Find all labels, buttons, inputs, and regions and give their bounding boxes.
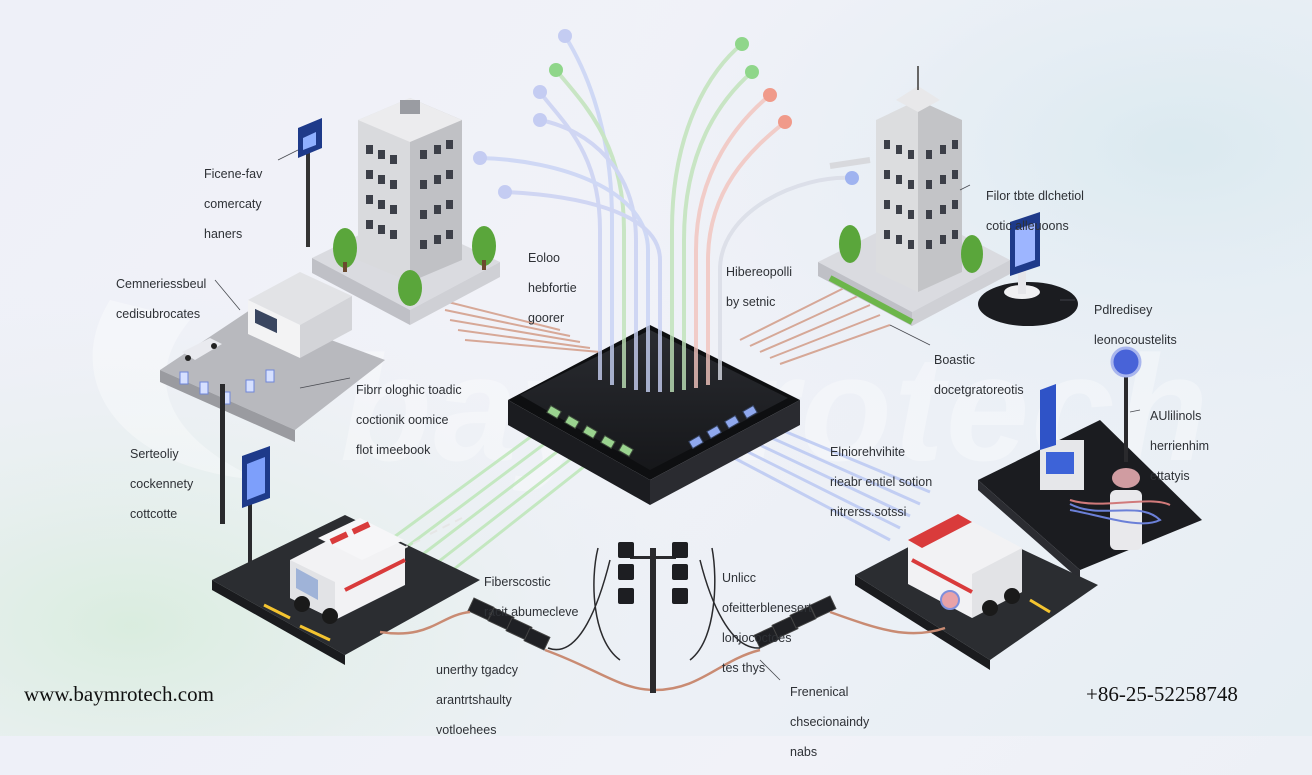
label-bottom-center-left: Fiberscostic racit abumecleve: [484, 560, 579, 635]
display-kiosk: [978, 212, 1078, 326]
label-line: Unlicc: [722, 571, 757, 585]
label-line: comercaty: [204, 197, 262, 211]
tree-icon: [839, 225, 983, 273]
leader-lines: [214, 149, 1141, 681]
label-line: votloehees: [436, 723, 497, 737]
label-line: cottcotte: [130, 507, 178, 521]
office-building-left: [312, 98, 500, 325]
label-line: cotic alleuoons: [986, 219, 1069, 233]
copper-cables: [439, 284, 891, 365]
label-right-column: AUlilinols herrienhim ettatyis: [1150, 394, 1209, 499]
ambulance-icon: [290, 518, 406, 624]
label-commercial: Cemneriessbeul cedisubrocates: [116, 262, 206, 337]
label-bottom-center-right: Unlicc ofeitterblenesert lonjococtoes te…: [722, 556, 812, 691]
fiber-bundle-left: [389, 428, 601, 590]
network-scene: [160, 29, 1202, 693]
label-line: leonocoustelits: [1094, 333, 1177, 347]
label-line: coctionik oomice: [356, 413, 449, 427]
label-center-left: Eoloo hebfortie goorer: [528, 236, 577, 341]
label-line: chsecionaindy: [790, 715, 870, 729]
label-line: nabs: [790, 745, 818, 759]
label-line: Boastic: [934, 353, 975, 367]
label-center-right: Hibereopolli by setnic: [726, 250, 792, 325]
label-line: Eoloo: [528, 251, 560, 265]
label-line: cockennety: [130, 477, 194, 491]
label-line: Filor tbte dlchetiol: [986, 189, 1084, 203]
label-line: by setnic: [726, 295, 776, 309]
label-line: rieabr entiel sotion: [830, 475, 933, 489]
office-tower-right: [818, 66, 1010, 326]
label-line: nitrerss.sotssi: [830, 505, 907, 519]
label-bottom-right: Frenenical chsecionaindy nabs: [790, 670, 869, 775]
label-line: herrienhim: [1150, 439, 1210, 453]
label-line: lonjococtoes: [722, 631, 792, 645]
label-line: docetgratoreotis: [934, 383, 1024, 397]
analysis-station: [978, 346, 1202, 580]
street-pole: [220, 384, 225, 524]
label-line: racit abumecleve: [484, 605, 579, 619]
label-line: ofeitterblenesert: [722, 601, 812, 615]
label-line: unerthy tgadcy: [436, 663, 518, 677]
label-line: AUlilinols: [1150, 409, 1202, 423]
label-line: hebfortie: [528, 281, 577, 295]
label-line: Fiberscostic: [484, 575, 551, 589]
label-line: Pdlredisey: [1094, 303, 1153, 317]
label-line: Hibereopolli: [726, 265, 793, 279]
label-top-left-building: Ficene-fav comercaty haners: [204, 152, 262, 257]
label-line: goorer: [528, 311, 565, 325]
central-hub: [508, 325, 800, 505]
signpost-icon: [298, 118, 322, 247]
label-line: Serteoliy: [130, 447, 179, 461]
junction-box-icon: [467, 595, 837, 651]
label-line: Elniorehvihite: [830, 445, 906, 459]
label-top-right-building: Filor tbte dlchetiol cotic alleuoons: [986, 174, 1084, 249]
label-line: cedisubrocates: [116, 307, 201, 321]
label-right-platform: Pdlredisey leonocoustelits: [1094, 288, 1177, 363]
road-left: [212, 515, 480, 665]
label-sensing-left: Serteoliy cockennety cottcotte: [130, 432, 193, 537]
label-line: tes thys: [722, 661, 766, 675]
label-line: ettatyis: [1150, 469, 1190, 483]
label-line: haners: [204, 227, 243, 241]
label-bottom-left: unerthy tgadcy arantrtshaulty votloehees: [436, 648, 518, 753]
fiber-tips: [473, 29, 859, 199]
label-line: flot imeebook: [356, 443, 431, 457]
road-right: [855, 514, 1098, 670]
sensor-icon: [179, 369, 275, 405]
car-icon: [182, 338, 222, 361]
watermark-swoosh: [92, 300, 260, 480]
label-line: Ficene-fav: [204, 167, 263, 181]
signpost-icon: [242, 446, 270, 570]
fiber-fountain: [479, 34, 853, 392]
label-fiber-left: Fibrr ologhic toadic coctionik oomice fl…: [356, 368, 462, 473]
label-line: Fibrr ologhic toadic: [356, 383, 462, 397]
label-line: arantrtshaulty: [436, 693, 512, 707]
ground-cables-black: [547, 559, 761, 651]
label-middle-right: Elniorehvihite rieabr entiel sotion nitr…: [830, 430, 932, 535]
phone-text: +86-25-52258748: [1086, 682, 1238, 706]
tree-icon: [333, 226, 496, 306]
ambulance-icon: [908, 514, 1022, 618]
label-line: Cemneriessbeul: [116, 277, 207, 291]
commercial-building: [160, 272, 385, 442]
traffic-light-icon: [593, 542, 716, 693]
label-basic: Boastic docetgratoreotis: [934, 338, 1024, 413]
label-line: Frenenical: [790, 685, 849, 699]
website-text: www.baymrotech.com: [24, 682, 214, 706]
